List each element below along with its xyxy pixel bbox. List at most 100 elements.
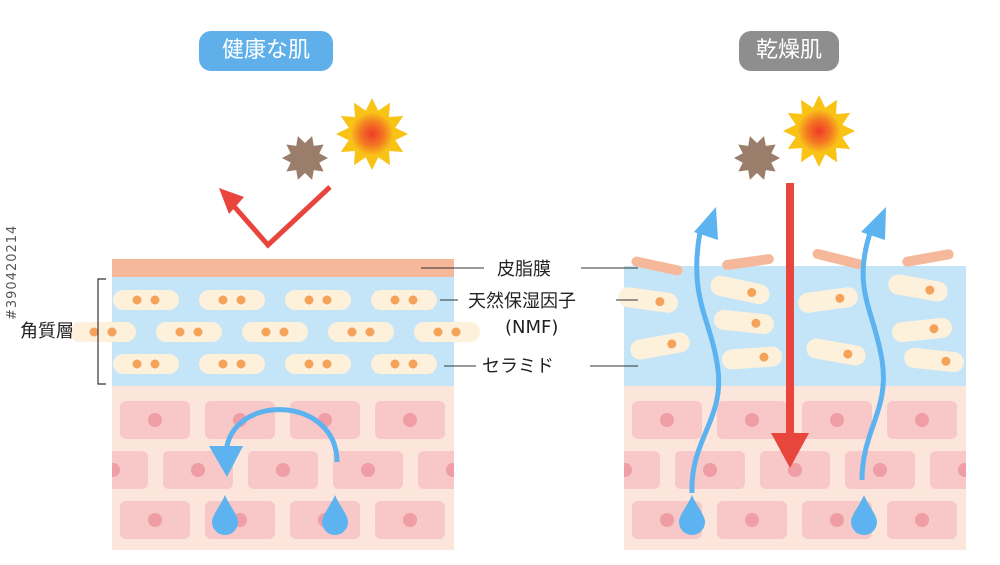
reflected-arrow: [219, 185, 332, 249]
sebum-flake: [631, 256, 683, 276]
dermis-cell: [205, 401, 275, 439]
nmf-dot: [322, 359, 332, 369]
corneocyte: [371, 354, 437, 374]
cell-nucleus: [624, 463, 632, 477]
cell-nucleus: [276, 463, 290, 477]
dermis-cell: [887, 401, 957, 439]
water-drop-icon: [851, 495, 877, 535]
cell-nucleus: [148, 513, 162, 527]
nmf-dot: [390, 295, 400, 305]
nmf-dot: [655, 297, 665, 307]
nmf-dot: [193, 327, 203, 337]
nmf-dot: [747, 287, 757, 297]
corneocyte: [714, 309, 774, 335]
label-leader-lines: [421, 267, 638, 367]
moisture-retention-arrow: [209, 407, 340, 477]
dermis-cell: [760, 451, 830, 489]
nmf-dot: [843, 349, 853, 359]
cell-nucleus: [788, 463, 802, 477]
water-drop-icon: [679, 495, 705, 535]
corneocyte: [371, 290, 437, 310]
nmf-dot: [322, 295, 332, 305]
cell-nucleus: [446, 463, 454, 477]
corneocyte-group: [70, 290, 480, 374]
corneocyte: [242, 322, 308, 342]
cell-nucleus: [361, 463, 375, 477]
nmf-dot: [218, 359, 228, 369]
corneocyte: [199, 290, 265, 310]
dermis-cell: [930, 451, 966, 489]
cell-nucleus: [112, 463, 120, 477]
sebum-flake: [902, 249, 954, 267]
corneocyte: [892, 317, 952, 343]
dermis-cell: [375, 401, 445, 439]
corneocyte: [618, 287, 678, 313]
dermis-cell-group: [624, 401, 966, 539]
corneocyte: [156, 322, 222, 342]
sebum-film: [112, 259, 454, 277]
dermis-cell: [333, 451, 403, 489]
cell-nucleus: [403, 413, 417, 427]
dermis-cell: [717, 501, 787, 539]
nmf-dot: [236, 359, 246, 369]
corneocyte: [328, 322, 394, 342]
nmf-dot: [279, 327, 289, 337]
irritant-icon: [282, 136, 328, 180]
cell-nucleus: [660, 413, 674, 427]
nmf-dot: [150, 295, 160, 305]
cell-nucleus: [873, 463, 887, 477]
cell-nucleus: [703, 463, 717, 477]
nmf-dot: [390, 359, 400, 369]
corneocyte: [798, 287, 858, 313]
dermis-cell: [632, 401, 702, 439]
cell-nucleus: [745, 413, 759, 427]
nmf-dot: [89, 327, 99, 337]
dermis-cell: [802, 401, 872, 439]
nmf-dot: [107, 327, 117, 337]
nmf-dot: [347, 327, 357, 337]
dermis-cell: [120, 401, 190, 439]
dermis-cell: [120, 501, 190, 539]
nmf-dot: [304, 359, 314, 369]
nmf-dot: [451, 327, 461, 337]
nmf-dot: [433, 327, 443, 337]
corneocyte: [113, 354, 179, 374]
cell-nucleus: [488, 413, 502, 427]
nmf-dot: [925, 285, 935, 295]
nmf-dot: [365, 327, 375, 337]
corneocyte: [722, 346, 782, 370]
nmf-dot: [835, 293, 845, 303]
water-drop-icon: [322, 495, 348, 535]
corneocyte: [285, 354, 351, 374]
dermis-cell: [460, 501, 530, 539]
dermis-cell: [290, 401, 360, 439]
dermis-cell: [112, 451, 148, 489]
nmf-dot: [236, 295, 246, 305]
sebum-flake-group: [631, 248, 954, 276]
nmf-dot: [132, 359, 142, 369]
dermis-cell: [717, 401, 787, 439]
nmf-dot: [261, 327, 271, 337]
dermis-cell-group: [112, 401, 530, 539]
cell-nucleus: [403, 513, 417, 527]
corneocyte: [888, 274, 948, 302]
sebum-label: 皮脂膜: [497, 259, 551, 280]
healthy-skin-panel: [70, 259, 530, 550]
cell-nucleus: [745, 513, 759, 527]
nmf-dot: [132, 295, 142, 305]
cell-nucleus: [191, 463, 205, 477]
corneocyte-group: [618, 274, 964, 373]
corneocyte: [904, 347, 964, 373]
dermis-cell: [163, 451, 233, 489]
nmf-dot: [150, 359, 160, 369]
stock-id-watermark: #390420214: [5, 224, 20, 320]
dry-skin-title: 乾燥肌: [739, 31, 839, 71]
dermis-cell: [375, 501, 445, 539]
dermis-cell: [248, 451, 318, 489]
dermis-cell: [887, 501, 957, 539]
corneocyte: [199, 354, 265, 374]
cell-nucleus: [958, 463, 966, 477]
nmf-dot: [175, 327, 185, 337]
nmf-dot: [218, 295, 228, 305]
